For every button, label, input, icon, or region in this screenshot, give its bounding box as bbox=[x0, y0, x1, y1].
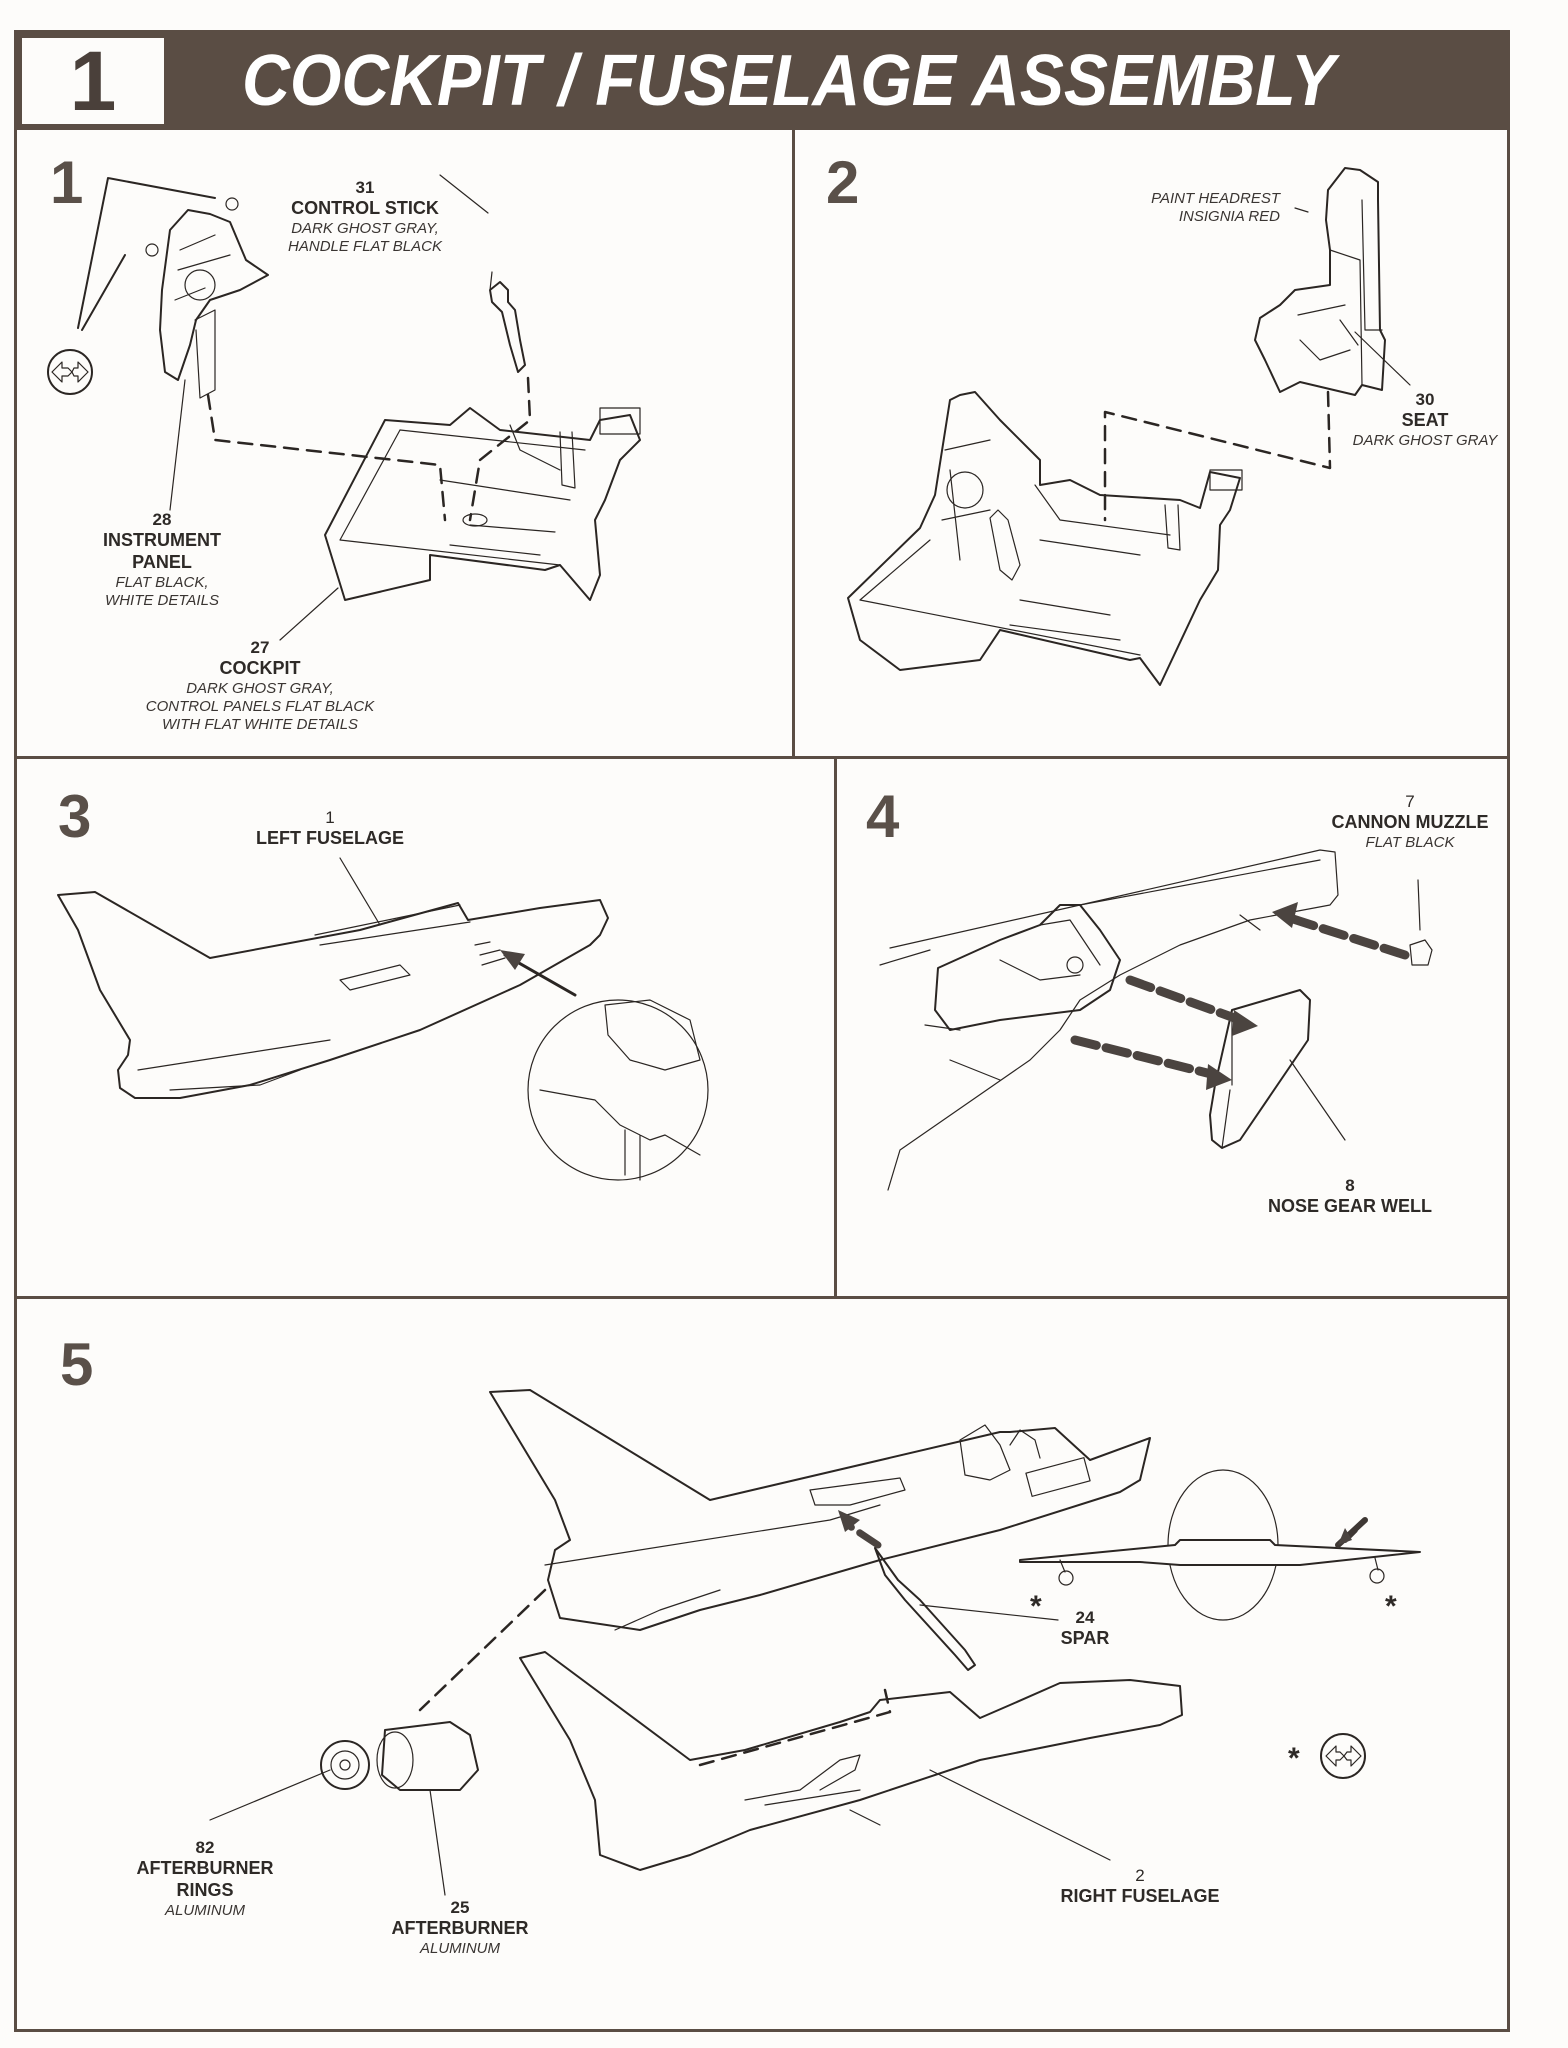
glue-icon bbox=[1320, 1733, 1366, 1779]
part-label-control-stick: 31 CONTROL STICK DARK GHOST GRAY, HANDLE… bbox=[288, 178, 442, 255]
section-title: COCKPIT / FUSELAGE ASSEMBLY bbox=[242, 41, 1336, 121]
section-number: 1 bbox=[69, 33, 117, 128]
asterisk-note: * bbox=[1030, 1590, 1042, 1623]
instructions-frame bbox=[14, 128, 1510, 2032]
control-stick-part bbox=[489, 281, 526, 373]
divider-row1 bbox=[14, 756, 1510, 759]
left-fuselage-part bbox=[57, 891, 609, 1099]
asterisk-note: * bbox=[1288, 1742, 1300, 1775]
afterburner-part bbox=[381, 1721, 479, 1791]
divider-p3-p4 bbox=[834, 758, 837, 1298]
part-label-afterburner-rings: 82 AFTERBURNER RINGS ALUMINUM bbox=[136, 1838, 274, 1919]
seat-part bbox=[1254, 167, 1386, 396]
left-fuselage-part bbox=[489, 1389, 1151, 1631]
panel-number: 2 bbox=[826, 149, 860, 216]
cockpit-part bbox=[324, 407, 641, 601]
glue-icon bbox=[47, 349, 93, 395]
glue-leader bbox=[77, 177, 216, 331]
section-number-box: 1 bbox=[22, 34, 164, 128]
panel-2-illustration bbox=[847, 167, 1411, 686]
panel-4-illustration bbox=[879, 849, 1433, 1191]
instrument-panel-part bbox=[159, 209, 269, 381]
part-label-left-fuselage: 1 LEFT FUSELAGE bbox=[256, 808, 404, 849]
paint-note-headrest: PAINT HEADREST INSIGNIA RED bbox=[1151, 190, 1280, 225]
panel-number: 4 bbox=[866, 783, 900, 850]
part-label-cockpit: 27 COCKPIT DARK GHOST GRAY, CONTROL PANE… bbox=[145, 638, 375, 733]
part-label-right-fuselage: 2 RIGHT FUSELAGE bbox=[1060, 1866, 1220, 1907]
panel-3-illustration bbox=[57, 857, 709, 1181]
asterisk-note: * bbox=[1385, 1590, 1397, 1623]
part-label-nose-gear-well: 8 NOSE GEAR WELL bbox=[1267, 1176, 1432, 1217]
panel-number: 3 bbox=[58, 783, 92, 850]
right-fuselage-part bbox=[519, 1651, 1183, 1871]
part-label-spar: 24 SPAR bbox=[1060, 1608, 1110, 1649]
panel-1-illustration bbox=[47, 174, 641, 641]
panel-number: 5 bbox=[60, 1331, 94, 1398]
nose-gear-well-part bbox=[1209, 989, 1311, 1149]
section-header: 1 COCKPIT / FUSELAGE ASSEMBLY bbox=[14, 30, 1510, 130]
part-label-cannon-muzzle: 7 CANNON MUZZLE FLAT BLACK bbox=[1331, 792, 1489, 851]
spar-part bbox=[874, 1547, 976, 1671]
divider-p1-p2 bbox=[792, 130, 795, 758]
part-label-instrument-panel: 28 INSTRUMENT PANEL FLAT BLACK, WHITE DE… bbox=[103, 510, 221, 609]
part-label-seat: 30 SEAT DARK GHOST GRAY bbox=[1352, 390, 1498, 449]
panel-number: 1 bbox=[50, 149, 84, 216]
part-label-afterburner: 25 AFTERBURNER ALUMINUM bbox=[391, 1898, 529, 1957]
afterburner-rings-part bbox=[320, 1740, 370, 1790]
divider-row2 bbox=[14, 1296, 1510, 1299]
